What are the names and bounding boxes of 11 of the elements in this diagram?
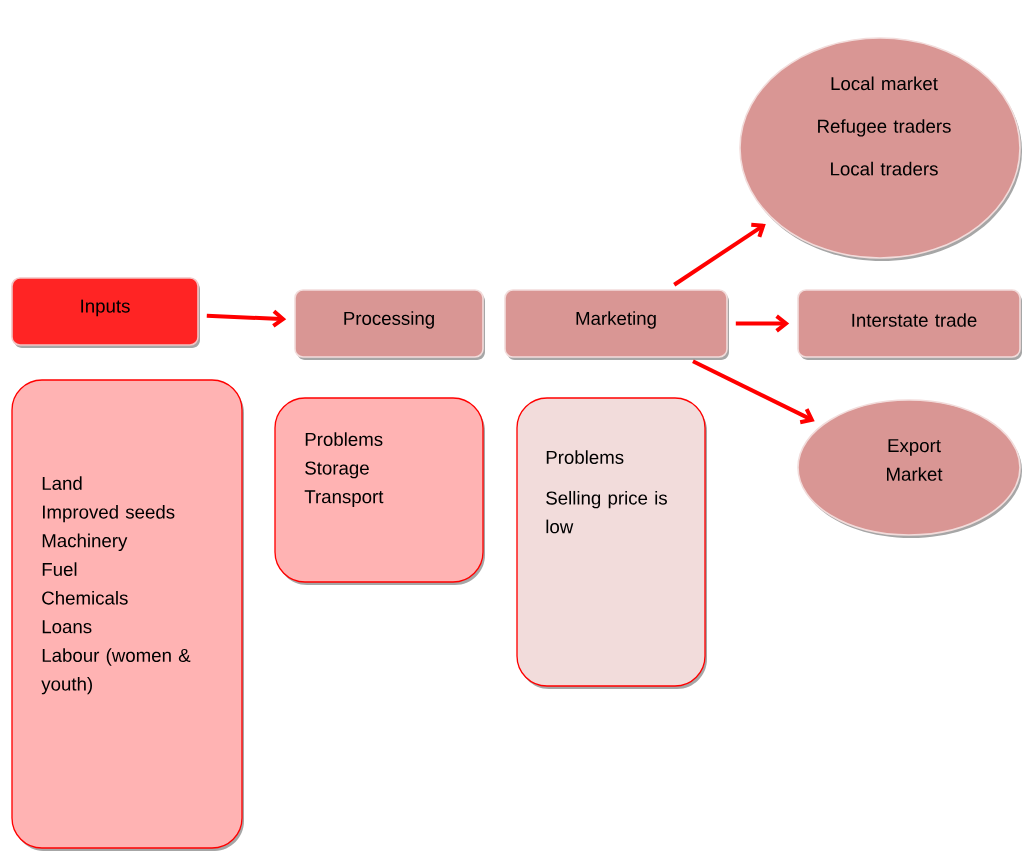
process-box: Marketing [504, 289, 729, 360]
process-box: Interstate trade [797, 289, 1022, 360]
list-box: Problems Storage Transport [274, 397, 485, 585]
arrow [206, 309, 287, 328]
list-box: Land Improved seeds Machinery Fuel Chemicals Loans Labour (women & youth) [11, 379, 244, 851]
process-box: Processing [294, 289, 485, 360]
arrow [735, 314, 790, 333]
arrow [673, 222, 766, 287]
process-box: Inputs [11, 277, 200, 348]
arrow [692, 359, 815, 425]
list-box: Problems Selling price is low [516, 397, 707, 689]
